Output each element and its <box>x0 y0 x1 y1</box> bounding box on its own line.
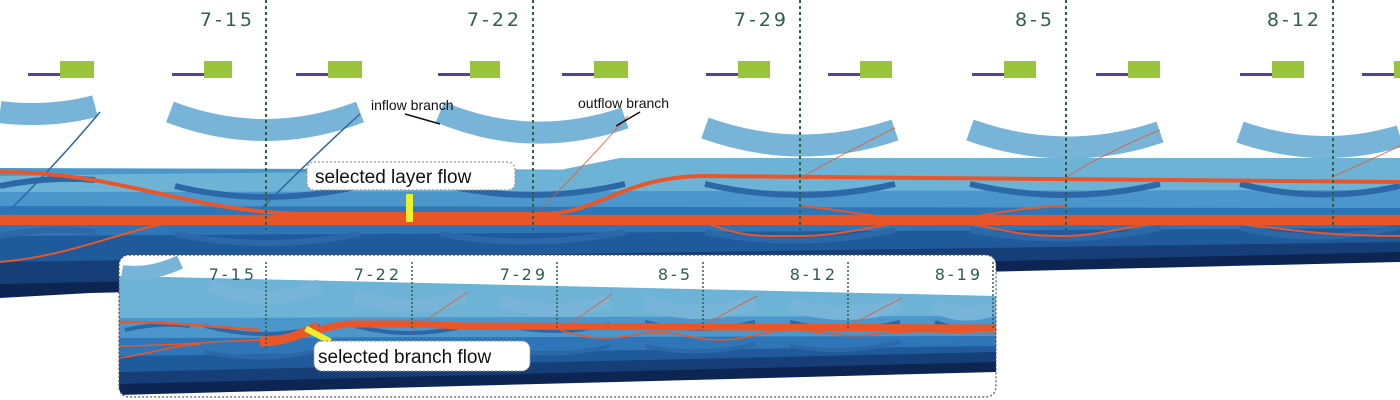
glyph-line <box>1240 73 1276 76</box>
date-labels: 7-15 7-22 7-29 8-5 8-12 <box>200 9 1322 31</box>
glyph-bar-icon <box>1394 61 1400 78</box>
selected-branch-label: selected branch flow <box>318 347 491 368</box>
selected-branch-callout <box>313 340 531 372</box>
glyph-bar-icon <box>204 61 232 78</box>
glyph-bar-icon <box>470 61 500 78</box>
date-label: 7-29 <box>734 9 789 31</box>
glyph-line <box>1096 73 1132 76</box>
glyph-bar-icon <box>1128 61 1160 78</box>
selection-marker-icon <box>304 325 332 345</box>
date-guides <box>265 0 1334 230</box>
glyph-bar-icon <box>1004 61 1036 78</box>
glyph-bar-icon <box>328 61 362 78</box>
dark-branch-arcs <box>0 175 1400 246</box>
date-label: 8-12 <box>1267 9 1322 31</box>
glyph-bar-icon <box>594 61 628 78</box>
selected-layer-callout <box>306 161 516 191</box>
glyph-line <box>828 73 864 76</box>
branch-links <box>9 111 1400 211</box>
inset-date-label: 7-22 <box>354 265 402 284</box>
inset-date-guides <box>265 262 994 350</box>
glyph-line <box>972 73 1008 76</box>
glyph-bar-icon <box>860 61 892 78</box>
outflow-branch-label: outflow branch <box>578 95 669 111</box>
top-branch-arcs <box>0 95 1400 159</box>
annotations: inflow branch outflow branch selected la… <box>306 95 669 222</box>
date-label: 8-5 <box>1015 9 1055 31</box>
glyph-line <box>172 73 208 76</box>
glyph-line <box>28 73 64 76</box>
inset-date-label: 8-5 <box>658 265 693 284</box>
inset-view: 7-15 7-22 7-29 8-5 8-12 8-19 selected br… <box>118 254 997 398</box>
inset-date-label: 8-12 <box>790 265 838 284</box>
glyph-line <box>1362 73 1398 76</box>
inflow-branch-label: inflow branch <box>371 97 454 113</box>
glyph-bar-icon <box>1272 61 1304 78</box>
inset-date-label: 7-29 <box>500 265 548 284</box>
glyph-line <box>562 73 598 76</box>
inset-date-label: 8-19 <box>935 265 983 284</box>
glyph-line <box>296 73 332 76</box>
main-view: 7-15 7-22 7-29 8-5 8-12 inflow branch ou… <box>0 0 1400 298</box>
inset-frame <box>118 254 997 398</box>
inset-selected-flows <box>119 320 996 359</box>
selection-marker-icon <box>406 194 413 222</box>
inset-date-label: 7-15 <box>209 265 257 284</box>
inset-annotations: selected branch flow <box>304 325 531 372</box>
glyph-bar-icon <box>738 61 770 78</box>
selected-layer-label: selected layer flow <box>315 167 472 188</box>
glyph-row <box>28 61 1400 78</box>
glyph-bar-icon <box>60 61 94 78</box>
inset-date-labels: 7-15 7-22 7-29 8-5 8-12 8-19 <box>209 265 983 284</box>
glyph-line <box>438 73 474 76</box>
glyph-line <box>706 73 742 76</box>
date-label: 7-15 <box>200 9 255 31</box>
selected-flows <box>0 170 1400 263</box>
date-label: 7-22 <box>467 9 522 31</box>
